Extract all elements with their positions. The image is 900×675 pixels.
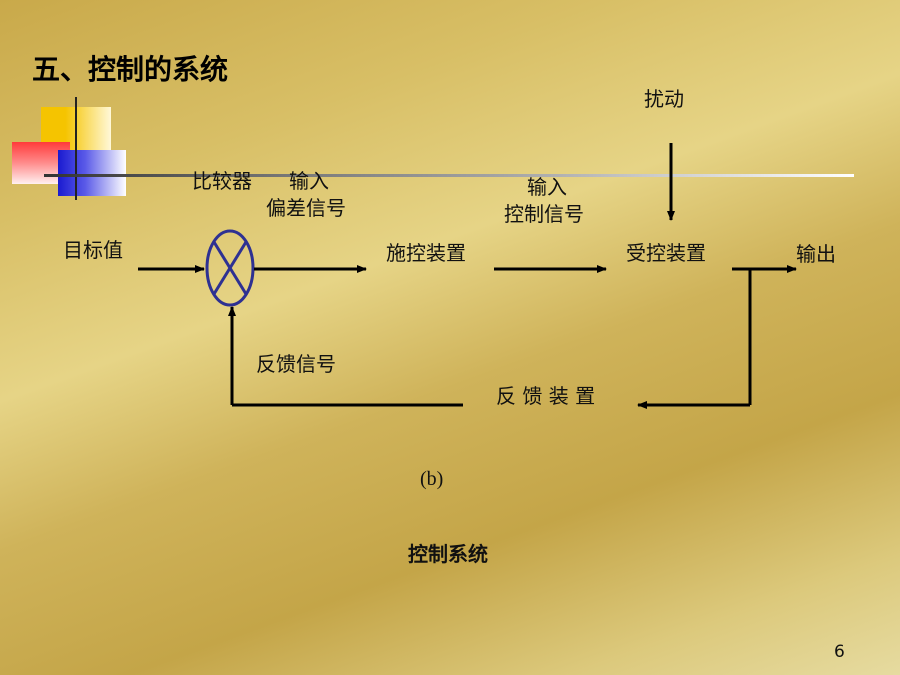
label-feedback-device: 反 馈 装 置 bbox=[496, 384, 596, 408]
diagram-sub-caption: (b) bbox=[420, 468, 444, 490]
diagram-caption: 控制系统 bbox=[408, 542, 488, 566]
label-control-signal: 控制信号 bbox=[504, 202, 584, 226]
decoration-horizontal-line bbox=[44, 174, 854, 177]
label-comparator: 比较器 bbox=[192, 169, 252, 193]
label-output: 输出 bbox=[796, 242, 836, 266]
label-feedback-signal: 反馈信号 bbox=[256, 352, 336, 376]
label-setpoint: 目标值 bbox=[63, 238, 123, 262]
label-plant: 受控装置 bbox=[626, 241, 706, 265]
label-input-2: 输入 bbox=[527, 175, 567, 199]
slide-title: 五、控制的系统 bbox=[32, 53, 229, 86]
label-disturbance: 扰动 bbox=[644, 87, 684, 111]
comparator-symbol bbox=[205, 229, 255, 307]
page-number: 6 bbox=[834, 642, 845, 662]
decoration-vertical-line bbox=[75, 97, 77, 200]
label-input-1: 输入 bbox=[289, 169, 329, 193]
decoration-blue-square bbox=[58, 150, 126, 196]
label-deviation-signal: 偏差信号 bbox=[266, 196, 346, 220]
label-actuator: 施控装置 bbox=[386, 241, 466, 265]
